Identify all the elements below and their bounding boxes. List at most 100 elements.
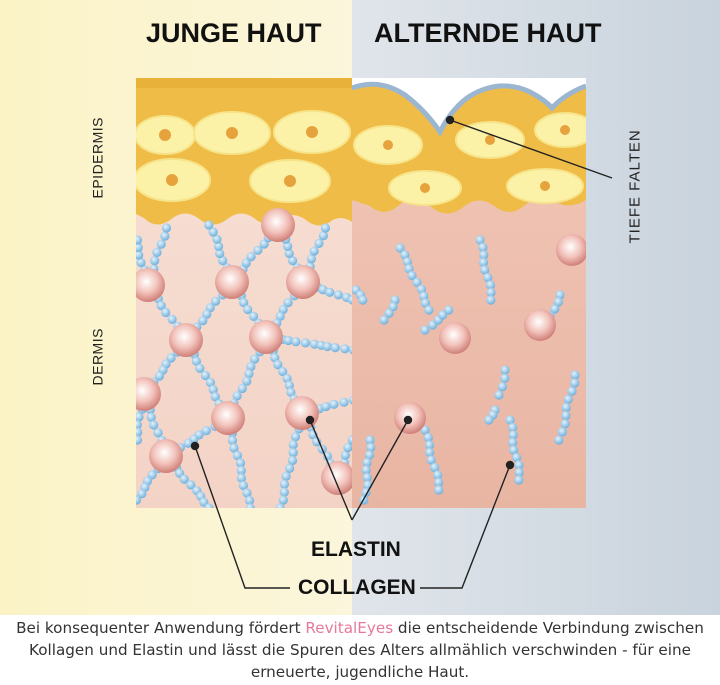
elastin-node <box>211 401 245 435</box>
collagen-fragment-bead <box>553 297 564 307</box>
label-dermis: DERMIS <box>89 328 106 386</box>
collagen-fiber-bead <box>286 387 296 397</box>
collagen-fragment-bead <box>416 284 427 294</box>
collagen-fiber-bead <box>136 495 142 505</box>
collagen-fiber-bead <box>244 369 254 379</box>
collagen-fragment-bead <box>480 265 490 275</box>
collagen-fiber-bead <box>282 373 292 384</box>
collagen-fiber-bead <box>329 399 339 409</box>
collagen-fiber-bead <box>322 341 332 352</box>
collagen-fiber-bead <box>156 239 166 249</box>
collagen-fiber-bead <box>333 290 343 300</box>
collagen-fiber-bead <box>283 335 293 346</box>
collagen-fiber-bead <box>246 252 256 262</box>
elastin-node <box>439 322 471 354</box>
collagen-fragment-bead <box>424 440 435 450</box>
elastin-node <box>249 320 283 354</box>
callout-lines <box>190 115 613 589</box>
collagen-fiber-bead <box>161 223 172 233</box>
collagen-fiber-bead <box>212 234 222 244</box>
young-epidermis-cells <box>136 110 351 203</box>
collagen-fragment-bead <box>486 295 496 305</box>
collagen-fragment-bead <box>505 415 515 425</box>
collagen-fiber-bead <box>325 287 335 297</box>
collagen-fragment-bead <box>362 472 372 483</box>
elastin-node <box>556 234 586 266</box>
collagen-fragment-bead <box>508 422 518 433</box>
collagen-fiber-bead <box>218 256 228 266</box>
collagen-fragment-bead <box>479 250 489 260</box>
collagen-fiber-bead <box>309 339 319 349</box>
collagen-fiber-bead <box>243 304 253 315</box>
collagen-fiber-bead <box>283 241 293 251</box>
collagen-fiber-bead <box>232 450 243 461</box>
collagen-fiber-bead <box>281 471 291 481</box>
brand-name: RevitalEyes <box>305 619 394 637</box>
title-aging-skin: ALTERNDE HAUT <box>374 18 602 48</box>
collagen-fiber-bead <box>167 314 177 324</box>
collagen-fragment-bead <box>478 242 488 253</box>
collagen-fiber-bead <box>160 231 170 241</box>
collagen-fragment-bead <box>508 437 518 448</box>
collagen-fiber-bead <box>239 298 249 308</box>
collagen-fiber-bead <box>284 248 294 259</box>
collagen-fragment-bead <box>486 287 496 298</box>
collagen-fiber-bead <box>278 304 288 315</box>
collagen-fragment-bead <box>400 250 410 260</box>
collagen-fragment-bead <box>485 280 496 290</box>
label-collagen: COLLAGEN <box>298 576 416 599</box>
collagen-fiber-bead <box>179 474 189 484</box>
elastin-node <box>261 208 295 242</box>
collagen-fiber-bead <box>186 480 196 490</box>
collagen-fragment-bead <box>430 462 440 473</box>
collagen-fragment-bead <box>420 325 430 335</box>
collagen-fragment-bead <box>570 370 580 380</box>
collagen-fiber-bead <box>245 503 255 508</box>
collagen-fragment-bead <box>358 295 368 305</box>
collagen-fiber-bead <box>136 420 142 430</box>
collagen-fragment-bead <box>560 419 570 429</box>
collagen-fragment-bead <box>404 264 414 274</box>
title-young-skin: JUNGE HAUT <box>146 18 322 48</box>
collagen-fiber-bead <box>191 356 201 366</box>
collagen-fragment-bead <box>567 386 577 396</box>
elastin-node <box>215 265 249 299</box>
collagen-fragment-bead <box>514 460 524 470</box>
collagen-fragment-bead <box>500 365 510 375</box>
collagen-fiber-bead <box>246 361 256 372</box>
collagen-fragment-bead <box>500 373 510 383</box>
collagen-fiber-bead <box>340 450 350 460</box>
collagen-fiber-bead <box>306 254 316 264</box>
young-skin-panel <box>136 78 352 508</box>
collagen-fragment-bead <box>444 305 454 315</box>
elastin-node <box>524 309 556 341</box>
collagen-fragment-bead <box>484 415 494 425</box>
label-elastin: ELASTIN <box>311 538 401 561</box>
collagen-fiber-bead <box>320 223 331 233</box>
collagen-fragment-bead <box>483 272 493 283</box>
collagen-fragment-bead <box>433 470 443 480</box>
collagen-fragment-bead <box>425 447 435 458</box>
aging-epidermis-cells <box>353 112 586 206</box>
collagen-fragment-bead <box>388 302 398 312</box>
collagen-fiber-bead <box>253 245 263 255</box>
collagen-fragment-bead <box>509 445 519 455</box>
elastin-node <box>136 377 161 411</box>
collagen-fragment-bead <box>554 435 564 445</box>
label-deep-wrinkles: TIEFE FALTEN <box>626 129 644 244</box>
collagen-fragment-bead <box>424 305 434 315</box>
collagen-fiber-bead <box>270 353 280 363</box>
collagen-fragment-bead <box>514 467 524 478</box>
collagen-fragment-bead <box>365 435 375 445</box>
collagen-fiber-bead <box>288 256 298 266</box>
collagen-fiber-bead <box>287 455 298 466</box>
collagen-fiber-bead <box>273 360 283 370</box>
collagen-fragment-bead <box>494 390 504 400</box>
collagen-fragment-bead <box>426 455 436 465</box>
collagen-fiber-bead <box>136 242 143 253</box>
caption-line-3: erneuerte, jugendliche Haut. <box>250 663 470 681</box>
collagen-fiber-bead <box>278 495 288 505</box>
collagen-fiber-bead <box>249 311 259 321</box>
collagen-fiber-bead <box>229 443 239 453</box>
collagen-fiber-bead <box>215 248 225 259</box>
